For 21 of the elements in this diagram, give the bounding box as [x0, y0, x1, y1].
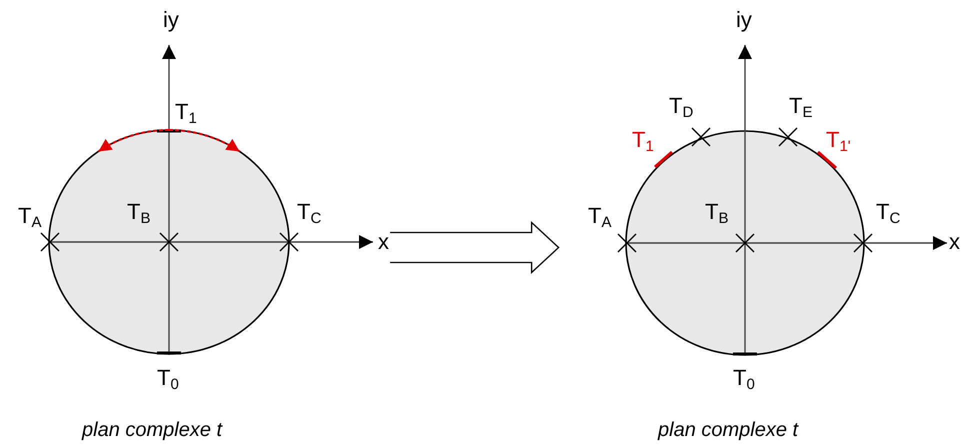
caption: plan complexe t [658, 418, 798, 442]
point-label: T$_{1}$ [175, 100, 197, 124]
point-label: T$_{B}$ [127, 200, 150, 224]
point-label: T$_{A}$ [588, 204, 612, 228]
point-label: x [378, 230, 389, 254]
point-label: x [949, 230, 960, 254]
complex-plane-disk [48, 129, 290, 355]
complex-plane-disk [625, 130, 865, 356]
point-label: T$_{D}$ [669, 94, 694, 118]
point-label: T$_{C}$ [297, 200, 322, 224]
point-label: T$_{0}$ [733, 366, 755, 390]
point-label: T$_{1}$ [632, 128, 654, 152]
point-label: iy [163, 8, 179, 32]
caption: plan complexe t [82, 418, 222, 442]
point-label: T$_{C}$ [876, 200, 900, 224]
point-label: iy [736, 8, 752, 32]
point-label: T$_{B}$ [705, 200, 728, 224]
point-label: T$_{E}$ [789, 94, 812, 118]
point-label: T$_{0}$ [157, 366, 179, 390]
point-label: T$_{1'}$ [826, 128, 851, 152]
point-label: T$_{A}$ [18, 204, 42, 228]
